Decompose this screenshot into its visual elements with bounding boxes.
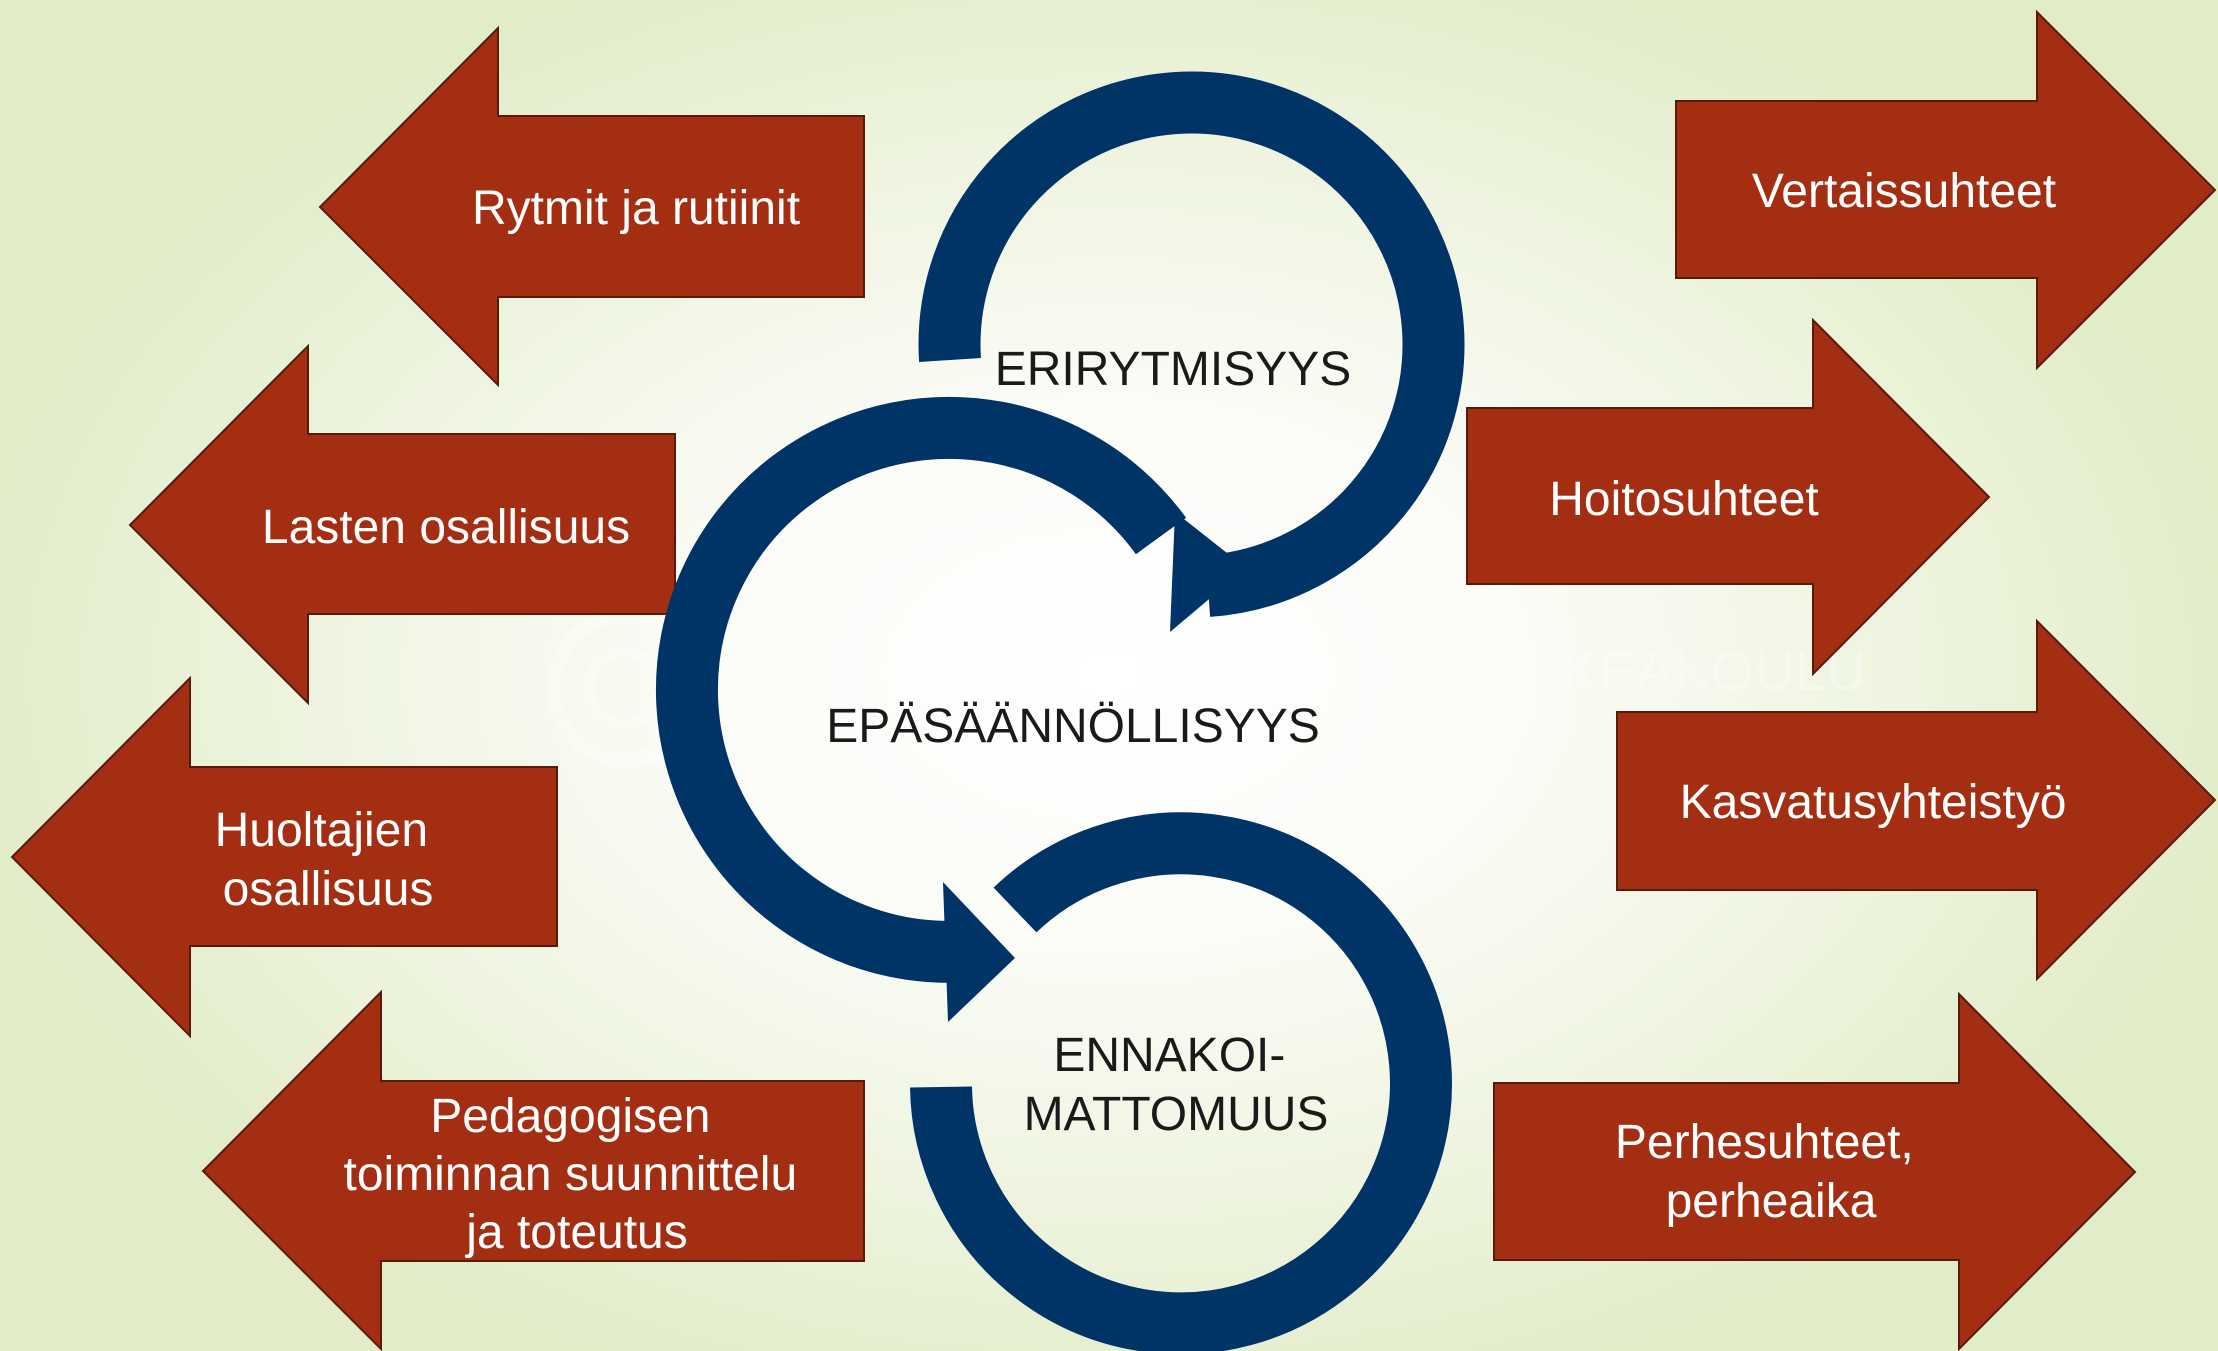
left-arrow-3: Huoltajien osallisuus <box>10 675 558 1039</box>
right-arrow-1-shape <box>1675 9 2217 371</box>
middle-curved-arrow-icon <box>655 396 1187 983</box>
left-arrow-2-shape <box>128 343 676 706</box>
right-arrow-4-shape <box>1493 991 2137 1351</box>
left-arrow-3-shape <box>10 675 558 1039</box>
right-arrow-2-shape <box>1466 317 1991 677</box>
right-arrow-4-text: Perhesuhteet, perheaika <box>1615 1116 1927 1228</box>
left-arrow-2: Lasten osallisuus <box>128 343 676 706</box>
left-arrow-1-shape <box>318 25 865 388</box>
left-arrow-1-text: Rytmit ja rutiinit <box>472 182 800 235</box>
bottom-curved-arrow-icon <box>910 812 1452 1351</box>
left-arrow-1: Rytmit ja rutiinit <box>318 25 865 388</box>
watermark: JYVÄ KORKEAKOULU ED SC <box>546 609 1866 767</box>
left-arrow-4-text: Pedagogisen toiminnan suunnittelu ja tot… <box>344 1090 811 1259</box>
top-arrowhead-icon <box>1170 512 1246 632</box>
node-label-bottom: ENNAKOI- MATTOMUUS <box>1024 1029 1329 1141</box>
watermark-logo-inner-icon <box>584 647 666 729</box>
right-arrow-4: Perhesuhteet, perheaika <box>1493 991 2137 1351</box>
right-arrow-3: Kasvatusyhteistyö <box>1616 618 2217 982</box>
left-arrow-3-text: Huoltajien osallisuus <box>215 804 442 916</box>
watermark-left-text: JYVÄ <box>730 639 871 702</box>
left-arrow-2-text: Lasten osallisuus <box>262 501 630 554</box>
right-arrow-3-text: Kasvatusyhteistyö <box>1680 776 2067 829</box>
middle-arrowhead-icon <box>943 882 1015 1022</box>
watermark-right-subtext: ED SC <box>1470 705 1574 743</box>
right-arrow-1: Vertaissuhteet <box>1675 9 2217 371</box>
left-arrow-4-shape <box>201 989 865 1351</box>
right-arrow-1-text: Vertaissuhteet <box>1752 165 2056 218</box>
watermark-right-text: KORKEAKOULU <box>1440 639 1866 702</box>
right-arrow-2: Hoitosuhteet <box>1466 317 1991 677</box>
left-arrow-4: Pedagogisen toiminnan suunnittelu ja tot… <box>201 989 865 1351</box>
node-label-middle: EPÄSÄÄNNÖLLISYYS <box>826 700 1320 753</box>
right-arrow-3-shape <box>1616 618 2217 982</box>
node-label-top: ERIRYTMISYYS <box>995 343 1352 396</box>
spiral: ERIRYTMISYYS EPÄSÄÄNNÖLLISYYS ENNAKOI- M… <box>655 71 1465 1351</box>
right-arrow-2-text: Hoitosuhteet <box>1549 473 1819 526</box>
top-curved-arrow-icon <box>918 71 1465 617</box>
